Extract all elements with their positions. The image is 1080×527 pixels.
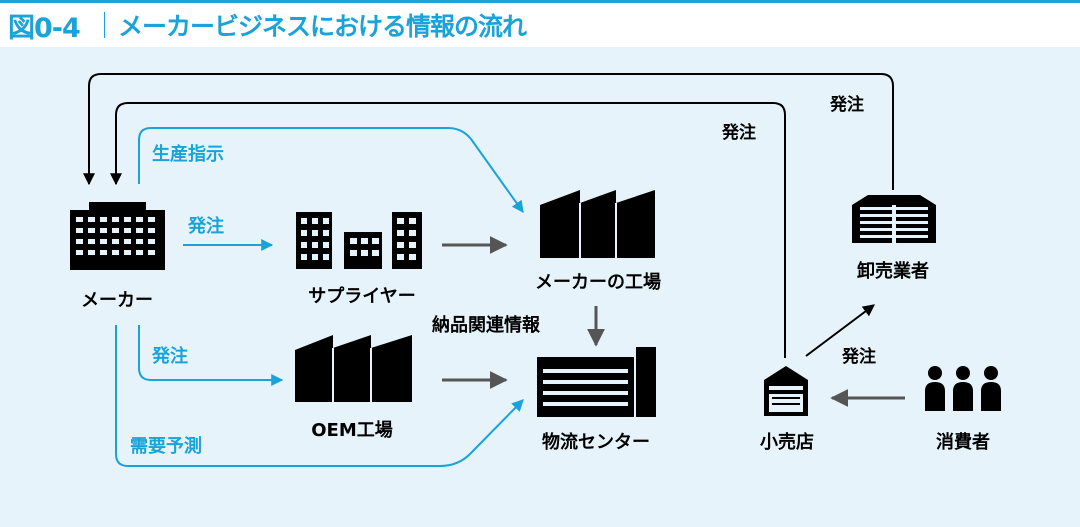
- label-wholesaler: 卸売業者: [857, 260, 929, 282]
- label-delivery-info: 納品関連情報: [432, 314, 541, 336]
- production-order-arrow: [138, 127, 524, 213]
- label-maker: メーカー: [81, 290, 153, 311]
- label-wholesaler-order: 発注: [829, 94, 864, 115]
- office-building-icon: [70, 202, 165, 270]
- header-bar: 図0-4 メーカービジネスにおける情報の流れ: [0, 0, 1080, 47]
- warehouse-icon: [537, 347, 656, 417]
- figure-number: 図0-4: [8, 13, 81, 44]
- factory-icon: [295, 335, 412, 402]
- label-production-order: 生産指示: [152, 143, 224, 165]
- retailer-to-maker-order-line: [110, 102, 786, 358]
- label-distribution-center: 物流センター: [542, 431, 650, 453]
- label-maker-factory: メーカーの工場: [535, 272, 661, 293]
- label-retailer-to-wholesaler: 発注: [841, 346, 876, 367]
- people-icon: [925, 366, 1001, 411]
- label-retailer-order: 発注: [721, 122, 756, 143]
- header-separator: [104, 12, 105, 38]
- label-demand-forecast: 需要予測: [130, 435, 202, 457]
- store-icon: [764, 366, 808, 416]
- label-oem-factory: OEM工場: [311, 420, 393, 441]
- label-order-to-oem: 発注: [151, 345, 188, 367]
- header-rule: [0, 0, 1080, 3]
- factory-icon: [540, 190, 655, 258]
- maker-to-oem-arrow: [138, 325, 284, 386]
- figure-title: メーカービジネスにおける情報の流れ: [118, 12, 527, 41]
- label-consumer: 消費者: [936, 431, 990, 453]
- label-retailer: 小売店: [760, 431, 814, 453]
- label-order-to-supplier: 発注: [187, 215, 224, 237]
- wholesaler-to-maker-order-line: [83, 73, 894, 190]
- buildings-icon: [296, 212, 422, 269]
- demand-forecast-arrow: [115, 325, 524, 467]
- retailer-to-wholesaler-arrow: [805, 304, 875, 357]
- label-supplier: サプライヤー: [308, 285, 415, 307]
- wholesale-warehouse-icon: [852, 195, 936, 243]
